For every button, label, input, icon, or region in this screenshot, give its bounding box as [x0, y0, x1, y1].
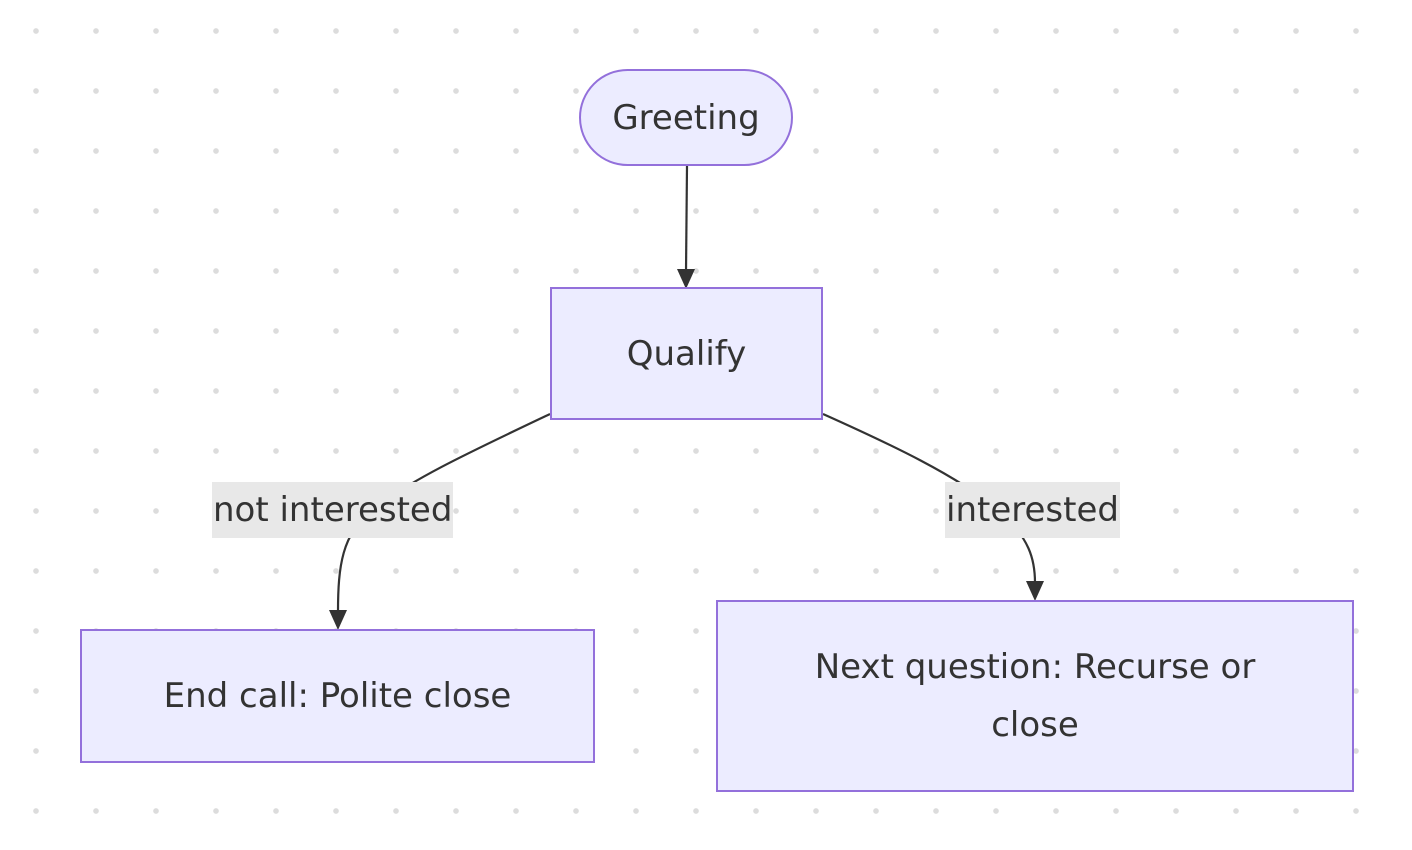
next-question-node: Next question: Recurse or close: [716, 600, 1354, 792]
arrowhead-end-call: [329, 610, 347, 630]
qualify-node: Qualify: [550, 287, 823, 420]
greeting-node-label: Greeting: [612, 97, 760, 138]
edge-label-not-interested: not interested: [212, 482, 454, 538]
end-call-node-label: End call: Polite close: [163, 676, 512, 716]
end-call-node: End call: Polite close: [80, 629, 595, 763]
arrowhead-next-question: [1026, 581, 1044, 601]
next-question-node-label: Next question: Recurse or close: [814, 647, 1256, 745]
qualify-node-label: Qualify: [626, 333, 747, 374]
greeting-node: Greeting: [579, 69, 793, 166]
edge-label-interested: interested: [945, 482, 1120, 538]
edge-greeting-to-qualify: [677, 165, 695, 289]
arrowhead-qualify: [677, 269, 695, 289]
